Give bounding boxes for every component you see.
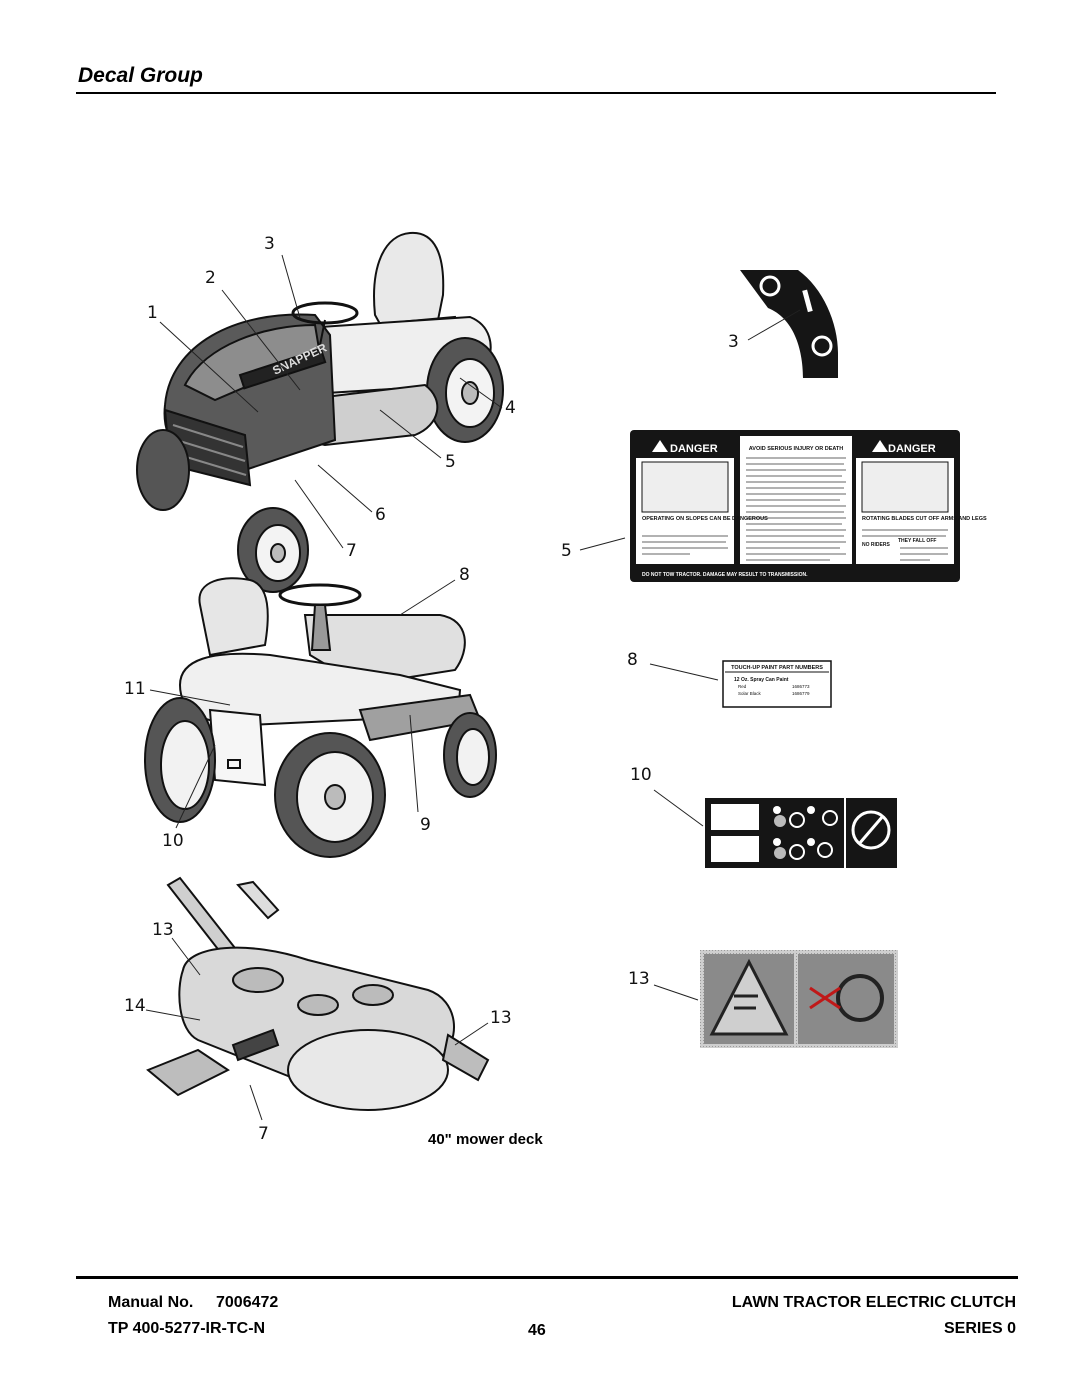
callout-9: 9 [420,815,431,835]
danger-they-fall-off: THEY FALL OFF [898,538,936,544]
touchup-sub: 12 Oz. Spray Can Paint [734,677,789,683]
callout-8: 8 [459,565,470,585]
touchup-paint-decal: TOUCH-UP PAINT PART NUMBERS 12 Oz. Spray… [722,660,832,708]
mower-deck-illustration [146,876,490,1111]
touchup-row-2-label: Solar Black [738,691,762,696]
danger-slopes-title: OPERATING ON SLOPES CAN BE DANGEROUS [642,516,768,522]
decal-callout-5: 5 [561,541,572,561]
touchup-row-1-label: Red [738,684,747,689]
title-rule [76,92,996,94]
footer-rule [76,1276,1018,1279]
manual-label: Manual No. [108,1294,194,1311]
series-label: SERIES 0 [943,1320,1016,1337]
callout-14: 14 [124,996,146,1016]
touchup-row-2-value: 1686779 [792,691,810,696]
callout-5: 5 [445,452,456,472]
callout-10: 10 [162,831,184,851]
callout-7b: 7 [258,1124,269,1144]
danger-blades-title: ROTATING BLADES CUT OFF ARMS AND LEGS [862,516,987,522]
touchup-row-1-value: 1686773 [792,684,810,689]
decal-callout-13: 13 [628,969,650,989]
product-name: LAWN TRACTOR ELECTRIC CLUTCH [731,1294,1016,1311]
callout-1: 1 [147,303,158,323]
danger-heading-right: DANGER [888,443,936,455]
ignition-switch-decal [740,270,838,378]
danger-middle-title: AVOID SERIOUS INJURY OR DEATH [749,446,844,452]
callout-11: 11 [124,679,146,699]
page-title: Decal Group [78,64,203,87]
deck-caption: 40" mower deck [428,1131,543,1148]
manual-number: 7006472 [216,1294,279,1311]
danger-heading-left: DANGER [670,443,718,455]
page-number: 46 [528,1322,546,1339]
danger-no-riders: NO RIDERS [862,542,890,548]
danger-decal: DANGER DANGER AVOID SERIOUS INJURY OR DE… [630,430,987,582]
danger-bottom-line: DO NOT TOW TRACTOR. DAMAGE MAY RESULT TO… [642,572,808,578]
decal-callout-10: 10 [630,765,652,785]
blade-warning-decal [700,950,898,1048]
touchup-heading: TOUCH-UP PAINT PART NUMBERS [731,665,823,671]
operation-decal [705,798,897,868]
callout-7: 7 [346,541,357,561]
tractor-rear-illustration [144,577,497,858]
callout-2: 2 [205,268,216,288]
callout-6: 6 [375,505,386,525]
decal-callout-3: 3 [728,332,739,352]
decal-callout-8: 8 [627,650,638,670]
tp-number: TP 400-5277-IR-TC-N [108,1320,266,1337]
callout-4: 4 [505,398,516,418]
tractor-front-illustration: SNAPPER [136,231,504,593]
callout-3: 3 [264,234,275,254]
callout-13: 13 [152,920,174,940]
callout-13b: 13 [490,1008,512,1028]
